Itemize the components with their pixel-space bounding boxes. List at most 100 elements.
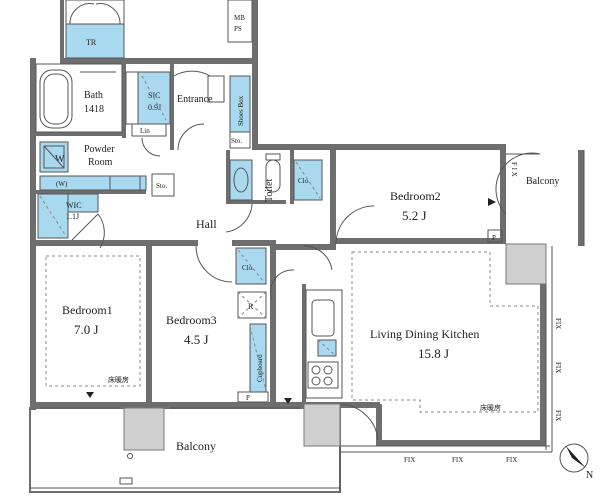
powder-room-label-2: Room xyxy=(88,157,113,168)
kitchen-counter xyxy=(305,289,343,399)
w-shelf-counter xyxy=(109,175,141,191)
kitchen-sink xyxy=(311,299,335,337)
washing-machine-label: W xyxy=(55,154,65,165)
shoes-box-label: Shoes Box xyxy=(237,95,245,126)
bedroom1-arrow xyxy=(86,392,94,398)
lin-label: Lin xyxy=(140,127,150,135)
stove-burner xyxy=(323,376,333,386)
wall xyxy=(232,240,274,246)
bedroom3-label: Bedroom3 xyxy=(166,313,217,327)
bedroom2-label: Bedroom2 xyxy=(390,189,441,203)
wic-diagonal xyxy=(39,195,67,237)
tr-label: TR xyxy=(86,38,97,47)
p-box-left xyxy=(237,391,269,403)
sto-entrance xyxy=(229,131,251,149)
floor-heating-bedroom1: 床暖房 xyxy=(108,375,129,384)
balcony-column-left xyxy=(123,407,165,451)
wall xyxy=(146,240,152,406)
wall xyxy=(36,132,126,136)
bath-area xyxy=(35,63,123,133)
washing-machine-diagonal xyxy=(43,145,65,169)
bedroom1-label: Bedroom1 xyxy=(62,303,113,317)
wall xyxy=(302,284,306,402)
bedroom3-size: 4.5 J xyxy=(184,332,209,347)
wall xyxy=(274,244,334,250)
bath-label: Bath xyxy=(84,90,103,101)
ldk-size: 15.8 J xyxy=(418,346,449,361)
toilet-label: Toilet xyxy=(264,179,275,202)
fix-right-3: FIX xyxy=(554,410,562,421)
balcony-column-right xyxy=(303,403,341,447)
wic-size: 1.1J xyxy=(66,212,79,221)
toilet-fixture xyxy=(229,159,253,201)
ldk-floor xyxy=(351,251,539,413)
ldk-balcony-door xyxy=(339,403,379,441)
fix-bottom-1: FIX xyxy=(404,456,415,464)
wall xyxy=(226,150,230,204)
mbps-label-bottom: PS xyxy=(234,25,242,33)
r-shaft xyxy=(237,291,267,319)
wall xyxy=(122,64,126,138)
clo-bedroom2-label: Clo. xyxy=(298,177,310,185)
sic-diagonal xyxy=(141,75,167,121)
north-arrow-circle xyxy=(559,443,589,473)
toilet-bowl xyxy=(233,167,249,193)
wic-door-swing xyxy=(71,213,105,249)
wall xyxy=(540,246,546,442)
stove-burner xyxy=(311,376,321,386)
bathtub xyxy=(39,69,73,129)
entrance-label: Entrance xyxy=(177,94,213,105)
entrance-door-swing xyxy=(173,70,211,77)
fix-right-1: FIX xyxy=(554,318,562,329)
cupboard-diagonal xyxy=(249,325,267,391)
stove-burner xyxy=(323,365,333,375)
ldk-arrow xyxy=(284,398,292,404)
bedroom1-size: 7.0 J xyxy=(74,322,99,337)
p-box-right xyxy=(487,229,503,243)
entrance-door-leaf xyxy=(207,75,225,103)
bedroom3-door-swing xyxy=(195,245,233,283)
wall xyxy=(578,150,584,246)
wall xyxy=(30,58,36,410)
bedroom2-arrow xyxy=(488,198,496,206)
p-right-label: P xyxy=(492,234,496,242)
r-label: R xyxy=(248,302,254,311)
tr-door xyxy=(65,0,125,25)
fix-right-2: FIX xyxy=(554,362,562,373)
balcony-vent xyxy=(119,477,133,485)
fix-bottom-2: FIX xyxy=(452,456,463,464)
sto-entrance-label: Sto. xyxy=(231,137,242,145)
wall xyxy=(380,440,546,446)
wall xyxy=(258,144,506,150)
kitchen-stove xyxy=(307,361,339,389)
clo-bedroom3-label: Clo. xyxy=(242,264,254,272)
balcony-bottom-label: Balcony xyxy=(176,439,216,453)
powder-door-swing xyxy=(141,137,161,157)
lin-storage xyxy=(131,123,167,137)
ldk-label: Living Dining Kitchen xyxy=(370,327,479,341)
wic-shelf-top xyxy=(67,193,99,213)
balcony-right-door xyxy=(495,152,541,215)
north-arrow-pointer xyxy=(566,446,586,468)
bedroom2-door-swing xyxy=(335,205,375,245)
mbps-shaft xyxy=(227,0,253,43)
wall xyxy=(290,150,294,204)
kitchen-dishwasher-diagonal xyxy=(317,339,337,357)
bath-size: 1418 xyxy=(84,104,104,115)
toilet-door-swing xyxy=(225,203,253,233)
north-label: N xyxy=(586,470,593,481)
floor-heating-ldk: 床暖房 xyxy=(480,403,501,412)
wall xyxy=(60,0,64,62)
walls xyxy=(29,0,585,493)
north-arrow: N xyxy=(559,443,593,481)
wall xyxy=(330,150,336,250)
balcony-drain xyxy=(127,453,133,459)
washing-machine-inner xyxy=(43,145,65,169)
fix-bottom-3: FIX xyxy=(506,456,517,464)
bedroom2-size: 5.2 J xyxy=(402,208,427,223)
wall xyxy=(170,64,174,150)
wall xyxy=(226,200,286,204)
sto-powder xyxy=(151,173,175,197)
sic-label: SIC xyxy=(148,91,160,100)
